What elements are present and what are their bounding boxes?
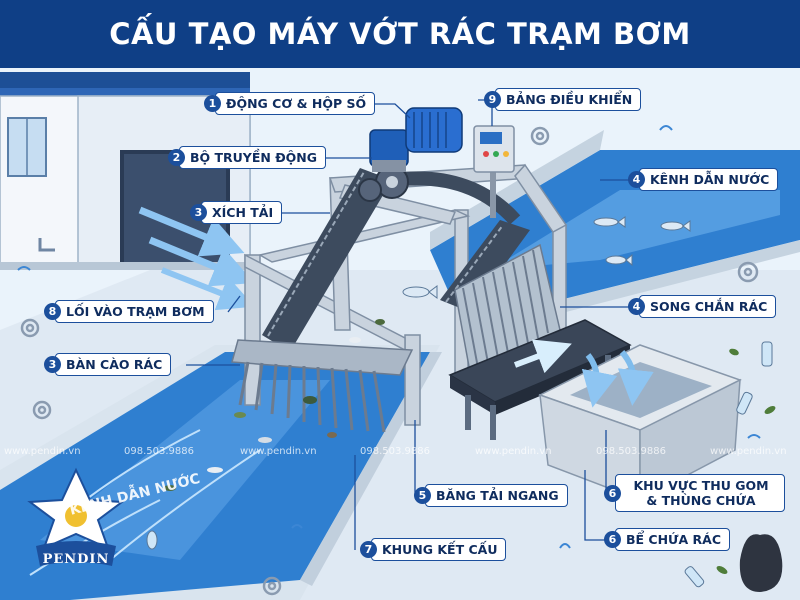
drive-sprocket: [358, 165, 409, 202]
callout-label: BÀN CÀO RÁC: [55, 353, 172, 376]
fish-icons: [402, 216, 691, 299]
callout-label: KHU VỰC THU GOM & THÙNG CHỨA: [615, 474, 785, 512]
pendin-logo-mark: [27, 467, 125, 566]
trash-items: [146, 341, 783, 592]
callout-label: XÍCH TẢI: [201, 201, 283, 224]
callout-label: LỐI VÀO TRẠM BƠM: [55, 300, 214, 323]
callout-collection-area: 6 KHU VỰC THU GOM & THÙNG CHỨA: [604, 474, 785, 512]
watermark-site: www.pendin.vn: [240, 446, 317, 457]
callout-label: KÊNH DẪN NƯỚC: [639, 168, 779, 191]
collection-bin: [538, 344, 742, 502]
callout-drive-transmission: 2 BỘ TRUYỀN ĐỘNG: [168, 146, 327, 169]
control-panel: [473, 125, 515, 218]
callout-water-channel: 4 KÊNH DẪN NƯỚC: [628, 168, 779, 191]
watermark-site: www.pendin.vn: [710, 446, 787, 457]
callout-number: 4: [628, 298, 645, 315]
callout-number: 4: [628, 171, 645, 188]
callout-number: 6: [604, 484, 621, 502]
watermark-site: www.pendin.vn: [475, 446, 552, 457]
logo-wordmark: PENDIN: [42, 552, 110, 567]
callout-horizontal-conveyor: 5 BĂNG TẢI NGANG: [414, 484, 568, 507]
water-splash-icons: [17, 125, 761, 549]
floating-debris: [164, 319, 385, 491]
title-banner: CẤU TẠO MÁY VỚT RÁC TRẠM BƠM: [0, 0, 800, 68]
callout-structural-frame: 7 KHUNG KẾT CẤU: [360, 538, 507, 561]
callout-chain-conveyor: 3 XÍCH TẢI: [190, 201, 283, 224]
callout-bar-screen: 4 SONG CHẮN RÁC: [628, 295, 777, 318]
callout-label: BỂ CHỨA RÁC: [615, 528, 730, 551]
callout-label: BĂNG TẢI NGANG: [425, 484, 568, 507]
callout-rake-table: 3 BÀN CÀO RÁC: [44, 353, 172, 376]
callout-label: ĐỘNG CƠ & HỘP SỐ: [215, 92, 376, 115]
callout-number: 3: [190, 204, 207, 221]
watermark-phone: 098.503.9886: [124, 446, 194, 457]
callout-trash-tank: 6 BỂ CHỨA RÁC: [604, 528, 730, 551]
rake-comb: [231, 339, 414, 433]
watermark-phone: 098.503.9886: [596, 446, 666, 457]
callout-number: 9: [484, 91, 501, 108]
leaf-icons: [716, 348, 776, 574]
page-title: CẤU TẠO MÁY VỚT RÁC TRẠM BƠM: [109, 17, 691, 51]
gear-icons: [20, 126, 759, 596]
motor-gearbox: [369, 107, 463, 172]
callout-label: SONG CHẮN RÁC: [639, 295, 777, 318]
callout-number: 3: [44, 356, 61, 373]
callout-number: 6: [604, 531, 621, 548]
callout-number: 5: [414, 487, 431, 504]
watermark-phone: 098.503.9886: [360, 446, 430, 457]
callout-label: KHUNG KẾT CẤU: [371, 538, 507, 561]
callout-label: BẢNG ĐIỀU KHIỂN: [495, 88, 642, 111]
callout-label: BỘ TRUYỀN ĐỘNG: [179, 146, 327, 169]
callout-number: 7: [360, 541, 377, 558]
watermark-site: www.pendin.vn: [4, 446, 81, 457]
callout-motor-gearbox: 1 ĐỘNG CƠ & HỘP SỐ: [204, 92, 376, 115]
callout-number: 2: [168, 149, 185, 166]
callout-control-panel: 9 BẢNG ĐIỀU KHIỂN: [484, 88, 642, 111]
callout-number: 8: [44, 303, 61, 320]
callout-station-inlet: 8 LỐI VÀO TRẠM BƠM: [44, 300, 214, 323]
callout-number: 1: [204, 95, 221, 112]
